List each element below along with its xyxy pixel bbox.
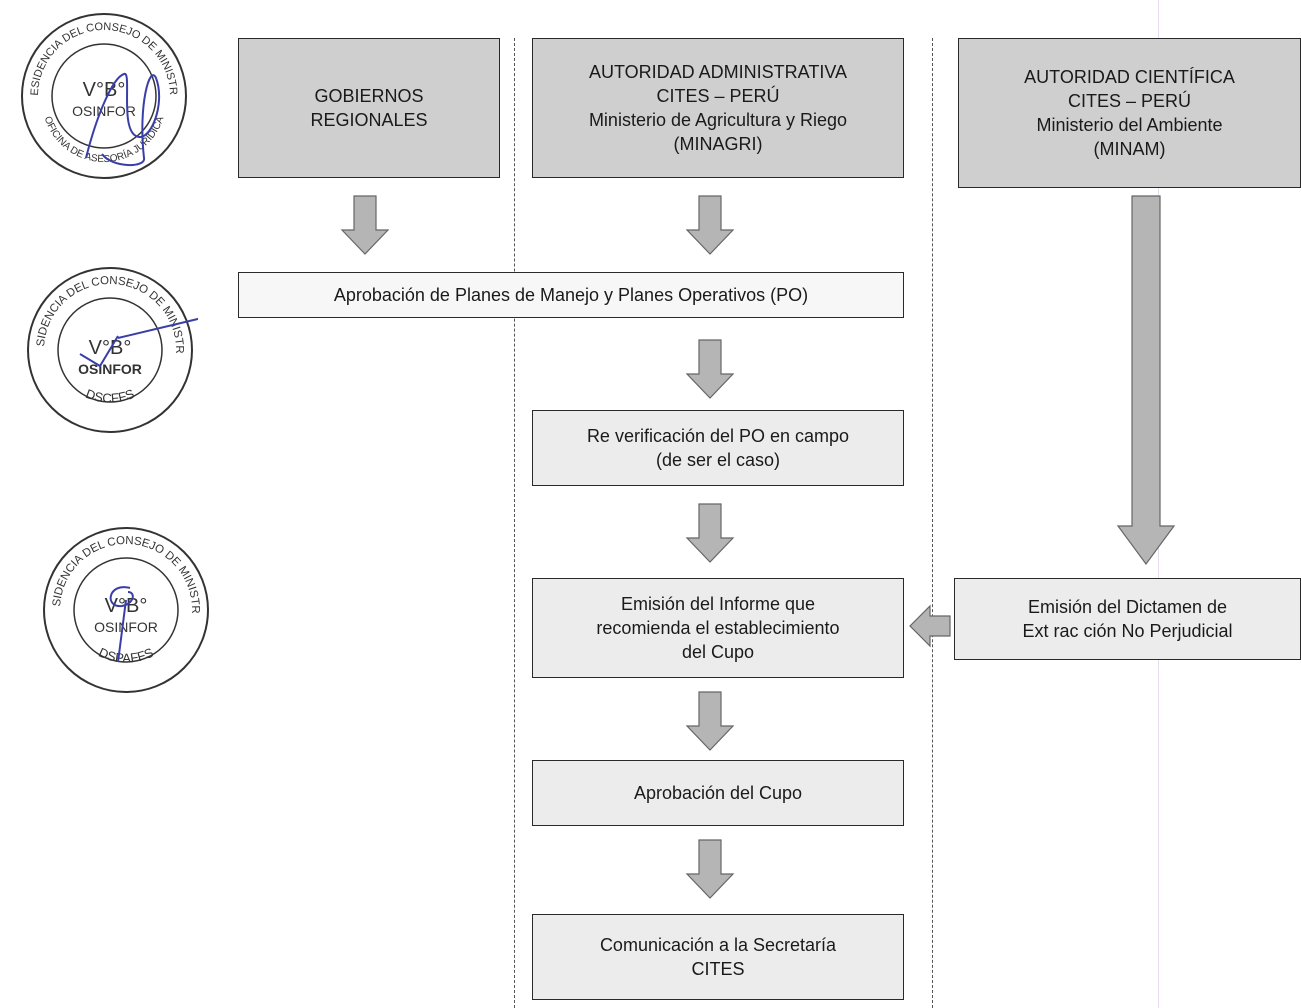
- seal-vobo-osinfor-dspaffs: PRESIDENCIA DEL CONSEJO DE MINISTROS DSP…: [38, 522, 209, 693]
- long-down-arrow-scientific: [1116, 195, 1176, 566]
- header-autoridad-administrativa: AUTORIDAD ADMINISTRATIVA CITES – PERÚ Mi…: [532, 38, 904, 178]
- down-arrow-admin-1: [685, 195, 735, 255]
- svg-text:OSINFOR: OSINFOR: [78, 361, 142, 377]
- step-emision-dictamen-label: Emisión del Dictamen de Ext rac ción No …: [1022, 597, 1233, 641]
- down-arrow-admin-3: [685, 503, 735, 563]
- step-emision-dictamen: Emisión del Dictamen de Ext rac ción No …: [954, 578, 1301, 660]
- lane-divider-left: [514, 38, 515, 1008]
- svg-text:V°B°: V°B°: [83, 79, 126, 101]
- step-reverificacion-campo-label: Re verificación del PO en campo (de ser …: [586, 426, 850, 470]
- step-aprobacion-planes: Aprobación de Planes de Manejo y Planes …: [238, 272, 904, 318]
- left-arrow-dictamen: [909, 604, 951, 648]
- step-aprobacion-cupo: Aprobación del Cupo: [532, 760, 904, 826]
- step-comunicacion-secretaria: Comunicación a la Secretaría CITES: [532, 914, 904, 1000]
- step-emision-informe: Emisión del Informe que recomienda el es…: [532, 578, 904, 678]
- step-reverificacion-campo: Re verificación del PO en campo (de ser …: [532, 410, 904, 486]
- lane-divider-right: [932, 38, 933, 1008]
- header-gobiernos-regionales: GOBIERNOS REGIONALES: [238, 38, 500, 178]
- step-aprobacion-cupo-label: Aprobación del Cupo: [633, 783, 803, 803]
- svg-text:OSINFOR: OSINFOR: [72, 103, 136, 119]
- seal-vobo-osinfor-dscffs: PRESIDENCIA DEL CONSEJO DE MINISTROS DSC…: [22, 262, 198, 433]
- header-gobiernos-regionales-label: GOBIERNOS REGIONALES: [310, 86, 428, 130]
- step-aprobacion-planes-label: Aprobación de Planes de Manejo y Planes …: [333, 285, 809, 305]
- step-comunicacion-secretaria-label: Comunicación a la Secretaría CITES: [599, 935, 837, 979]
- down-arrow-admin-5: [685, 839, 735, 899]
- header-autoridad-cientifica-label: AUTORIDAD CIENTÍFICA CITES – PERÚ Minist…: [1024, 67, 1235, 159]
- down-arrow-admin-2: [685, 339, 735, 399]
- svg-text:DSPAFFS: DSPAFFS: [96, 645, 156, 666]
- step-emision-informe-label: Emisión del Informe que recomienda el es…: [596, 594, 840, 662]
- down-arrow-regional: [340, 195, 390, 255]
- svg-text:DSCFFS: DSCFFS: [84, 386, 137, 406]
- down-arrow-admin-4: [685, 691, 735, 751]
- seal-vobo-osinfor-legal-office: PRESIDENCIA DEL CONSEJO DE MINISTROS OFI…: [16, 8, 187, 179]
- header-autoridad-administrativa-label: AUTORIDAD ADMINISTRATIVA CITES – PERÚ Mi…: [588, 62, 848, 154]
- svg-text:OSINFOR: OSINFOR: [94, 619, 158, 635]
- header-autoridad-cientifica: AUTORIDAD CIENTÍFICA CITES – PERÚ Minist…: [958, 38, 1301, 188]
